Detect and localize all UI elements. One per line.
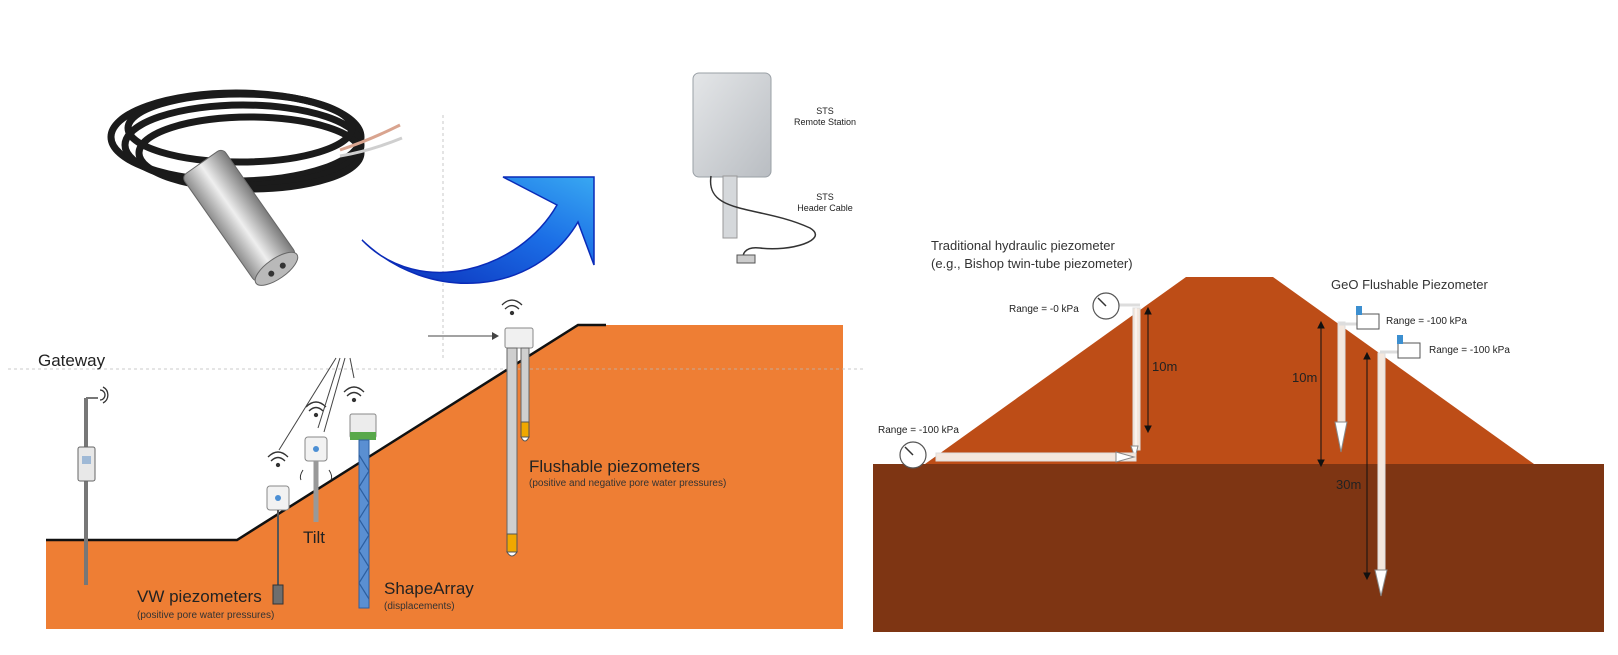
range-right-upper: Range = -100 kPa — [1386, 316, 1467, 327]
range-right-lower: Range = -100 kPa — [1429, 345, 1510, 356]
sts-header-cable-line2: Header Cable — [797, 203, 853, 213]
sts-remote-station-line1: STS — [816, 106, 834, 116]
pressure-gauge-icon — [1092, 292, 1120, 320]
slope-ground — [46, 325, 843, 629]
range-top-left: Range = -0 kPa — [1009, 304, 1079, 315]
signal-lines — [278, 357, 355, 451]
shapearray-sensor — [349, 413, 377, 609]
sts-header-cable-line1: STS — [816, 192, 834, 202]
geo-flushable-title: GeO Flushable Piezometer — [1331, 277, 1488, 292]
gateway-station — [77, 397, 98, 585]
flushable-piezometers-title: Flushable piezometers — [529, 457, 700, 476]
shapearray-subtitle: (displacements) — [384, 601, 455, 612]
range-bottom-left: Range = -100 kPa — [878, 425, 959, 436]
dimension-left-10m: 10m — [1152, 359, 1177, 374]
shapearray-title: ShapeArray — [384, 579, 474, 598]
vw-piezometer-sensor — [266, 485, 290, 605]
wifi-icon — [99, 386, 109, 404]
wifi-icon — [267, 451, 289, 468]
pressure-gauge-icon — [899, 441, 927, 469]
ground-surface-line — [46, 323, 606, 542]
traditional-piezometer-subtitle: (e.g., Bishop twin-tube piezometer) — [931, 256, 1133, 271]
geo-flushable-piezometer-short — [1334, 306, 1380, 453]
dimension-right-30m: 30m — [1336, 477, 1361, 492]
tilt-sensor — [299, 436, 333, 522]
gateway-label: Gateway — [38, 351, 106, 370]
right-embankment-panel: Traditional hydraulic piezometer (e.g., … — [873, 238, 1604, 632]
wifi-icon — [305, 401, 327, 418]
vw-piezometers-subtitle: (positive pore water pressures) — [137, 610, 274, 621]
sts-remote-station-line2: Remote Station — [794, 117, 856, 127]
wifi-icon — [343, 386, 365, 403]
foundation-layer — [873, 464, 1604, 632]
vw-piezometers-title: VW piezometers — [137, 587, 262, 606]
flushable-piezometer — [428, 327, 534, 557]
flushable-piezometers-subtitle: (positive and negative pore water pressu… — [529, 478, 726, 489]
dimension-lines — [1144, 306, 1371, 581]
dimension-right-10m: 10m — [1292, 370, 1317, 385]
traditional-piezometer-title: Traditional hydraulic piezometer — [931, 238, 1115, 253]
transition-arrow — [361, 176, 595, 284]
wifi-icon — [501, 299, 523, 316]
sts-remote-station — [692, 72, 817, 264]
traditional-piezometer — [935, 303, 1141, 463]
left-slope-panel: Gateway Tilt — [8, 115, 865, 629]
tilt-label: Tilt — [303, 528, 325, 547]
geo-flushable-piezometer-long — [1374, 335, 1421, 597]
piezometer-cable-image — [107, 89, 403, 286]
